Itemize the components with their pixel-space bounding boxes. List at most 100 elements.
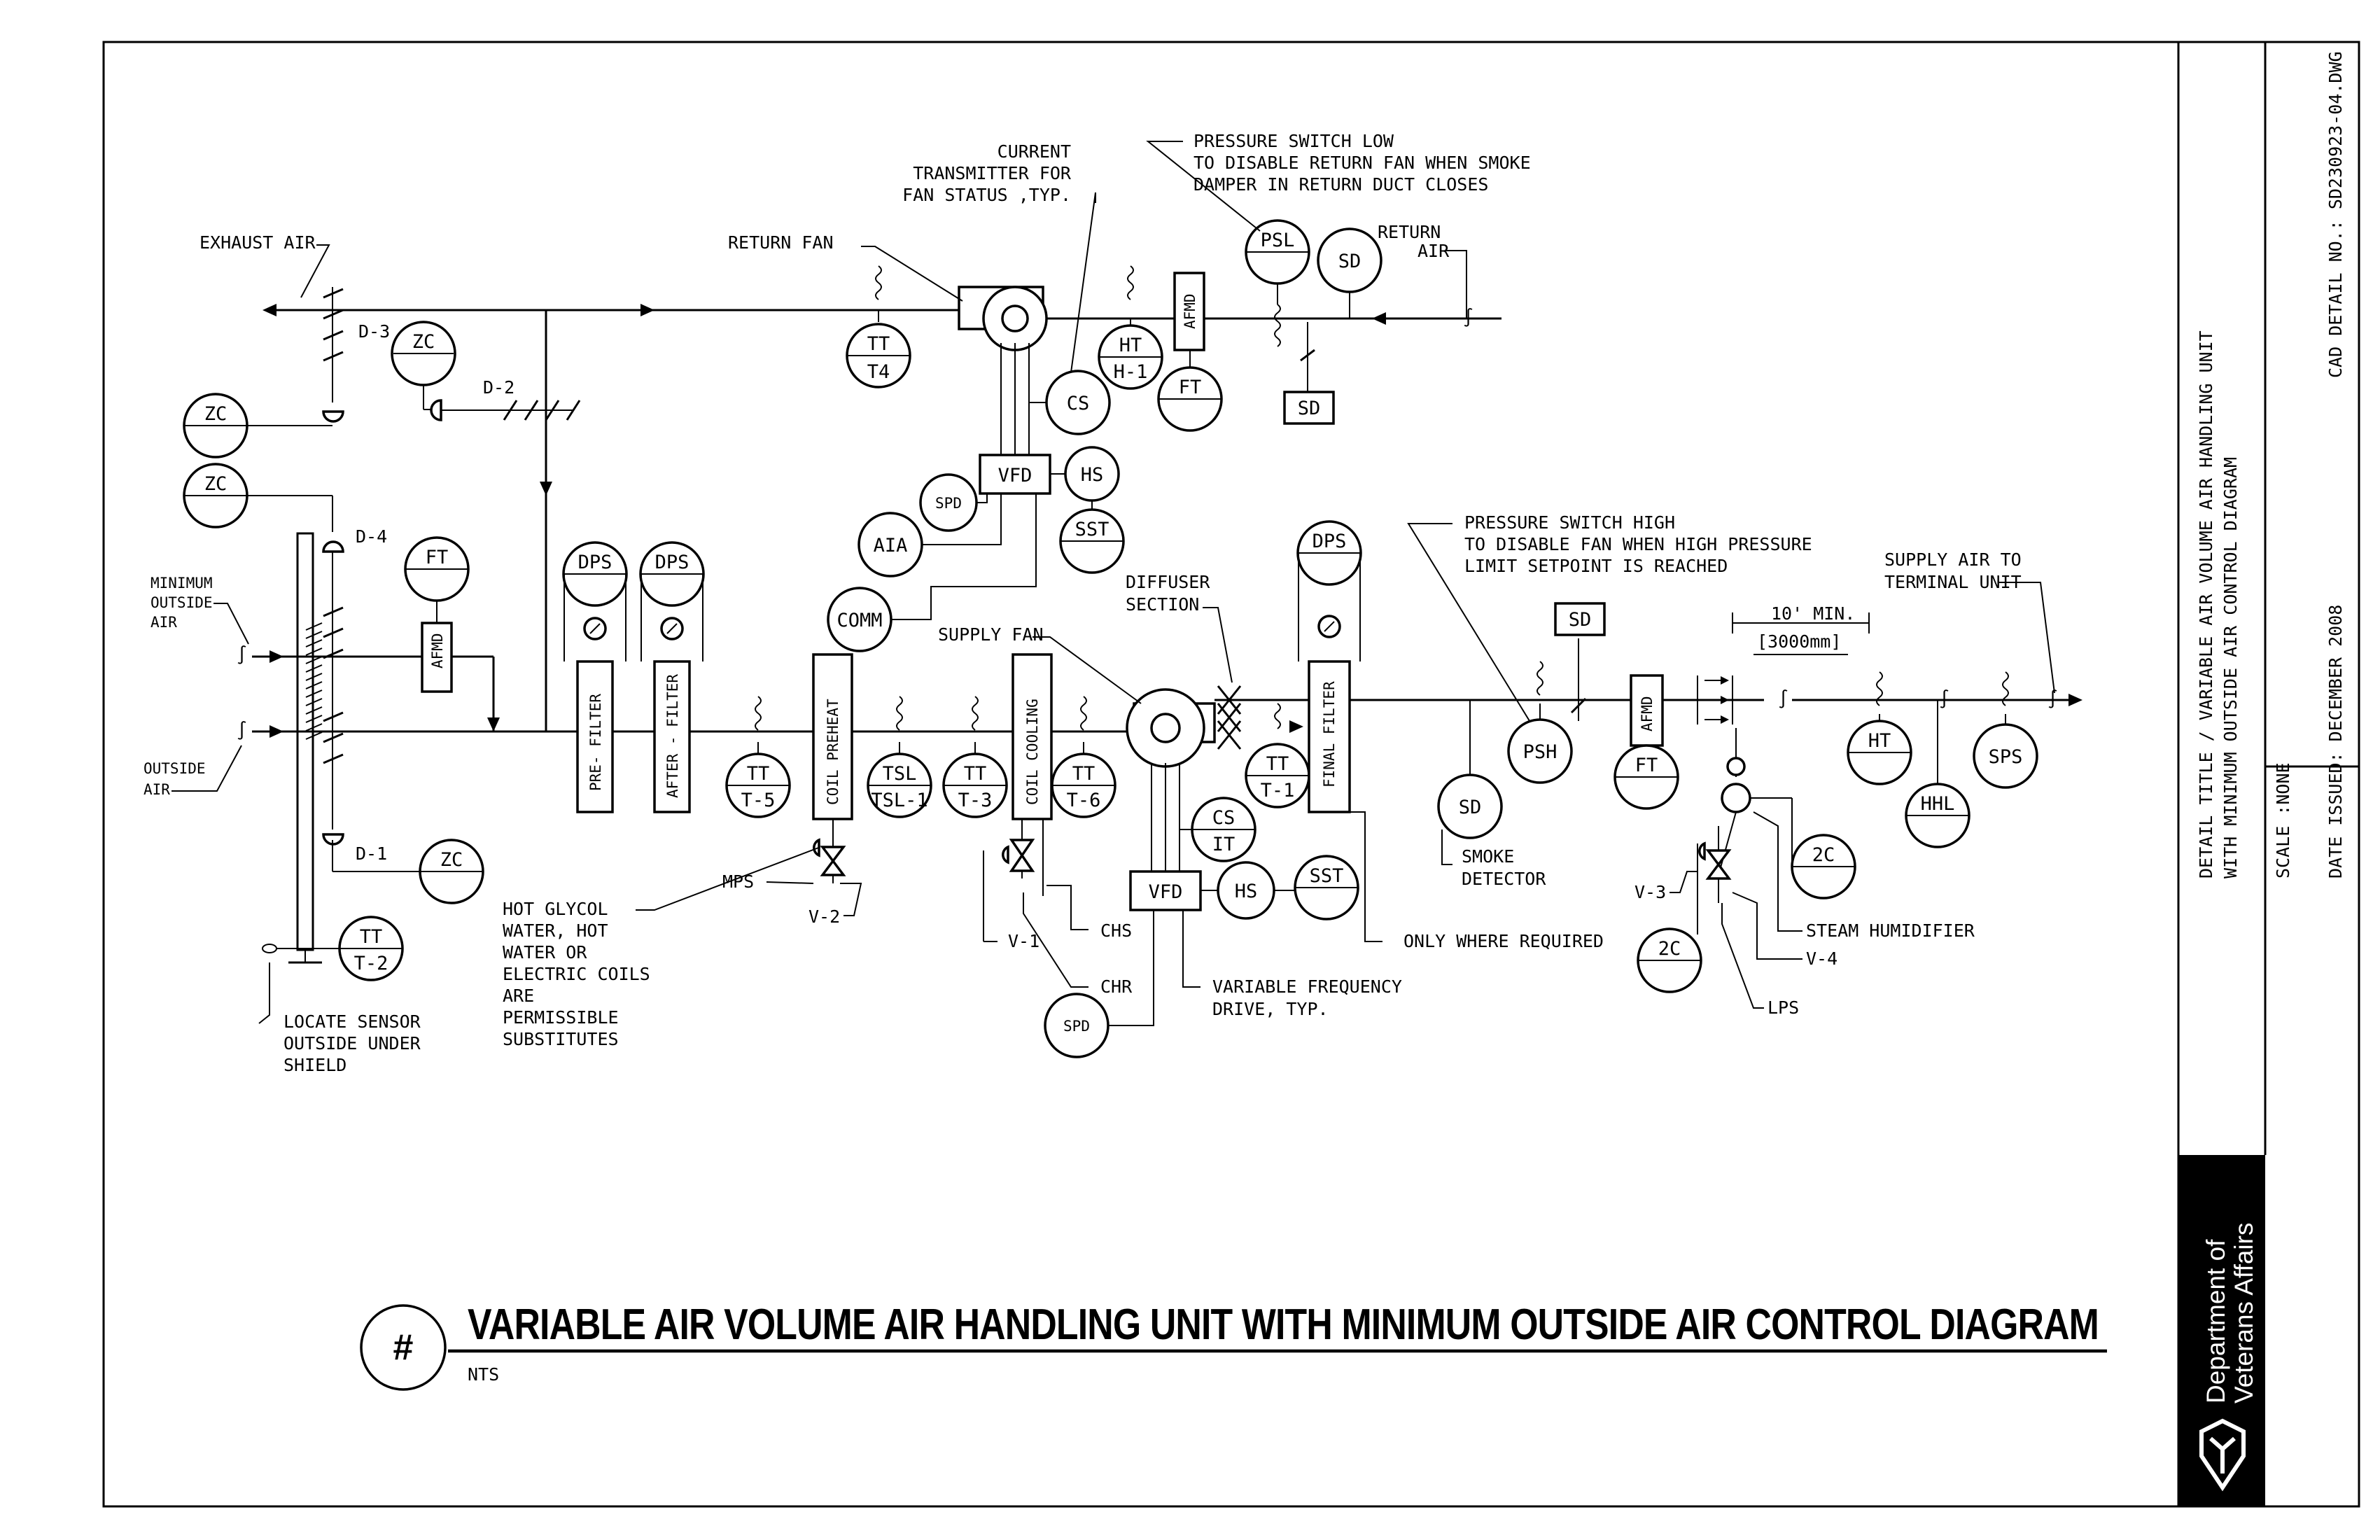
aia-label: AIA [874, 535, 908, 556]
tsl-instrument: TSL TSL-1 [867, 696, 932, 818]
tt-t6-instrument: TT T-6 [1051, 696, 1116, 818]
mm-label: [3000mm] [1757, 631, 1841, 652]
zc-instrument-d1: ZC [419, 839, 484, 904]
v1-label: V-1 [1008, 931, 1040, 951]
chs-label: CHS [1100, 920, 1132, 941]
chs-leader [1046, 885, 1088, 930]
cad-detail-no: CAD DETAIL NO.: SD230923-04.DWG [2325, 51, 2346, 378]
t5-label: T-5 [741, 790, 776, 811]
oa-label-1: OUTSIDE [144, 760, 206, 777]
d2-label: D-2 [483, 377, 514, 398]
cs-supply-instrument: CS IT [1191, 797, 1256, 862]
psh-note-3: LIMIT SETPOINT IS REACHED [1464, 556, 1728, 576]
chr-leader [1023, 892, 1088, 988]
sheet-border [102, 41, 2360, 1508]
note-line: WATER, HOT [503, 920, 608, 941]
zc-label: ZC [412, 331, 435, 353]
note-line: SUBSTITUTES [503, 1029, 619, 1049]
psh-note-2: TO DISABLE FAN WHEN HIGH PRESSURE [1464, 534, 1812, 554]
supply-fan-label: SUPPLY FAN [938, 624, 1044, 645]
locate-note-1: LOCATE SENSOR [284, 1011, 421, 1032]
ft-label: FT [1179, 377, 1202, 398]
supply-air-label-1: SUPPLY AIR TO [1884, 550, 2022, 570]
cs-label: CS [1067, 393, 1090, 414]
dps-after-filter: DPS [639, 541, 705, 662]
t4-label: T4 [867, 361, 890, 383]
psh-instrument: PSH [1507, 661, 1573, 784]
vfd-note-leader [1182, 910, 1200, 988]
sst-label: SST [1310, 865, 1344, 887]
return-fan-leader [861, 246, 963, 302]
zc-instrument-left-2: ZC [183, 463, 248, 528]
comm-label: COMM [836, 610, 882, 631]
only-where-label: ONLY WHERE REQUIRED [1404, 931, 1604, 951]
min-oa-label-3: AIR [150, 614, 177, 631]
spd-label: SPD [1063, 1018, 1090, 1035]
sd-label: SD [1298, 398, 1321, 419]
cs-return-instrument: CS [1045, 370, 1111, 435]
dps-label: DPS [578, 552, 612, 573]
vfd-note-1: VARIABLE FREQUENCY [1212, 976, 1402, 997]
coil-cooling [1011, 653, 1053, 820]
tt-label: TT [1072, 763, 1096, 785]
return-air-leader [1446, 250, 1467, 318]
supply-smoke-damper-blade [1570, 697, 1587, 714]
diffuser-label-1: DIFFUSER [1126, 572, 1210, 592]
title-block-text: DETAIL TITLE / VARIABLE AIR VOLUME AIR H… [2196, 51, 2346, 878]
oa-leader [172, 745, 242, 792]
detail-symbol: # [393, 1327, 414, 1368]
t3-label: T-3 [958, 790, 993, 811]
tt-label: TT [747, 763, 770, 785]
vfd-note-2: DRIVE, TYP. [1212, 999, 1329, 1019]
psl-label: PSL [1261, 230, 1295, 251]
note-line: HOT GLYCOL [503, 899, 608, 919]
return-flow-arrow-icon [640, 304, 654, 316]
sd-smoke-detector: SD [1437, 774, 1503, 839]
final-filter [1308, 660, 1351, 813]
d4-label: D-4 [356, 526, 387, 547]
sps-instrument: SPS [1973, 671, 2038, 789]
d2-damper-blades [503, 400, 581, 421]
tsl-label: TSL [883, 763, 917, 785]
hs-supply-instrument: HS [1217, 861, 1275, 920]
zc-instrument-d3: ZC [391, 321, 456, 386]
aia-instrument: AIA [858, 512, 923, 578]
tt-label: TT [867, 333, 890, 355]
sst-supply-instrument: SST [1294, 855, 1359, 920]
diffuser-leader [1203, 607, 1233, 683]
lps-label: LPS [1768, 997, 1799, 1018]
preheat-valve-icon [813, 819, 846, 883]
hs-label: HS [1235, 881, 1258, 902]
final-filter-label: FINAL FILTER [1321, 681, 1338, 788]
smoke-leader [1441, 830, 1452, 865]
outside-sensor-shield-icon [262, 944, 278, 953]
outside-air-louver [296, 532, 314, 951]
tt-t5-instrument: TT T-5 [725, 696, 791, 818]
tt-t3-instrument: TT T-3 [942, 696, 1008, 818]
comm-link [891, 493, 1037, 620]
sst-return-instrument: SST [1059, 508, 1125, 574]
chr-label: CHR [1100, 976, 1133, 997]
dps-final-filter: DPS [1296, 520, 1362, 662]
t1-label: T-1 [1261, 780, 1295, 802]
cooling-valve-icon [1002, 819, 1044, 896]
org-line1: Department of [2202, 1239, 2230, 1404]
ht-label: HT [1868, 730, 1891, 752]
min-oa-arrow-icon [270, 650, 284, 663]
hs-label: HS [1081, 464, 1104, 486]
locate-note-2: OUTSIDE UNDER [284, 1033, 421, 1054]
return-air-break: ∫ [1463, 307, 1474, 328]
diffuser-label-2: SECTION [1126, 594, 1199, 615]
note-line: PERMISSIBLE [503, 1007, 619, 1028]
ht-h1-instrument: HT H-1 [1098, 265, 1163, 390]
current-tx-leader [1070, 192, 1096, 373]
dps-label: DPS [1312, 531, 1347, 552]
pre-filter [576, 660, 614, 813]
tt-label: TT [360, 926, 383, 948]
detail-title-line1: DETAIL TITLE / VARIABLE AIR VOLUME AIR H… [2196, 330, 2216, 878]
supply-fan-icon [1126, 688, 1216, 768]
exhaust-air-label: EXHAUST AIR [200, 232, 316, 253]
sst-label: SST [1075, 519, 1110, 540]
spd-supply-link [1108, 910, 1154, 1026]
